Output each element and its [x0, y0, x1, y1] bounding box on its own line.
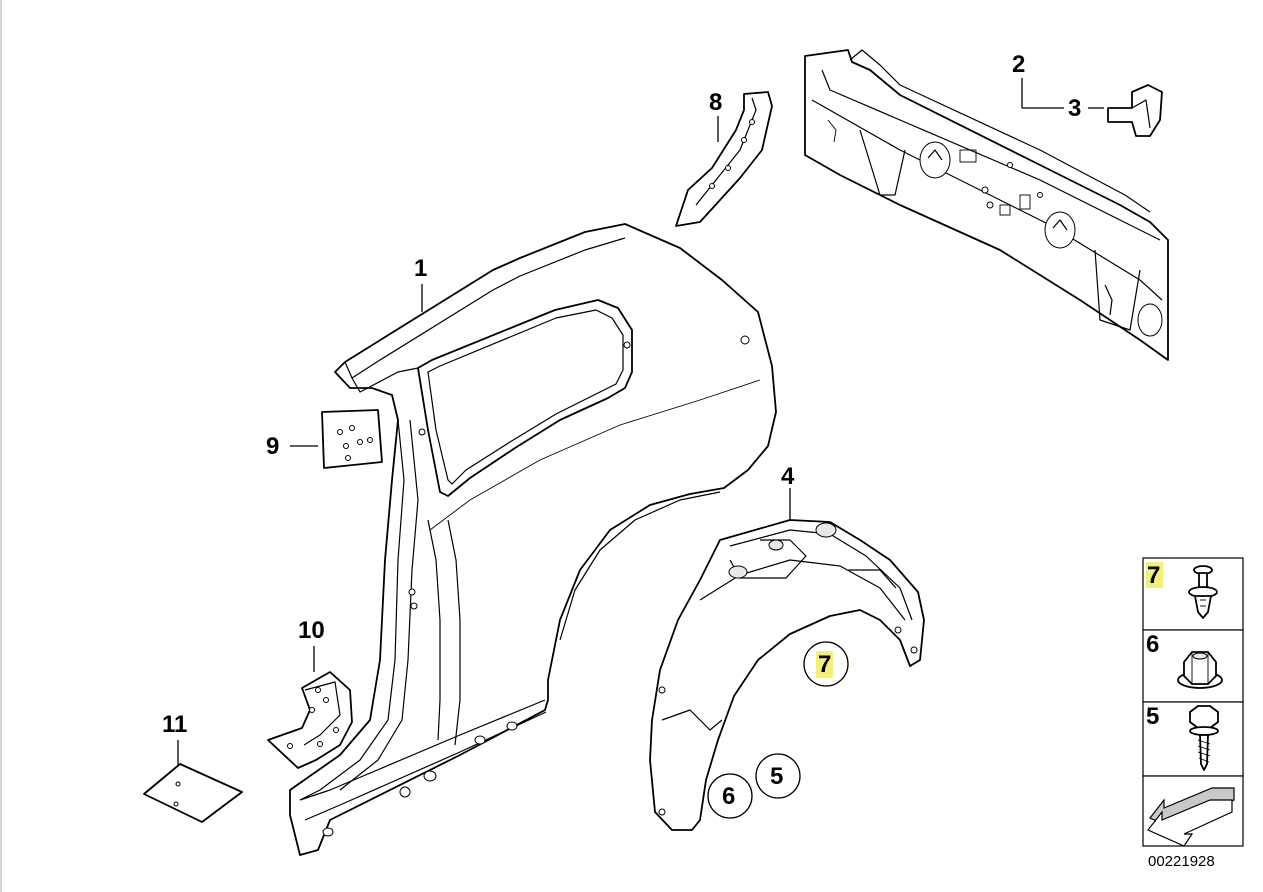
callout-1[interactable]: 1 [414, 255, 427, 282]
callout-7-circle[interactable] [803, 641, 849, 687]
callout-6-circle[interactable] [707, 773, 753, 819]
pad-part[interactable] [143, 763, 243, 823]
clip-part[interactable] [1107, 84, 1163, 137]
screw-icon [1189, 705, 1219, 771]
side-panel-part[interactable] [289, 223, 777, 856]
legend-row-6[interactable]: 6 [1146, 631, 1223, 689]
legend-label-7: 7 [1147, 562, 1160, 589]
callout-7[interactable]: 7 [818, 651, 831, 678]
rear-panel-part[interactable] [804, 49, 1169, 361]
bracket-part[interactable] [675, 91, 773, 227]
callout-9[interactable]: 9 [266, 433, 279, 460]
callout-2[interactable]: 2 [1012, 51, 1025, 78]
direction-arrow-icon [1147, 787, 1235, 847]
callout-8[interactable]: 8 [709, 89, 722, 116]
legend-row-5[interactable]: 5 [1146, 703, 1219, 771]
callout-11[interactable]: 11 [162, 711, 187, 738]
callout-3[interactable]: 3 [1068, 95, 1081, 122]
diagram-number: 00221928 [1148, 853, 1215, 870]
callout-10[interactable]: 10 [298, 617, 325, 644]
plate-part[interactable] [321, 409, 383, 469]
callout-4[interactable]: 4 [781, 463, 795, 490]
flange-nut-icon [1177, 651, 1223, 689]
legend-row-7[interactable]: 7 [1146, 562, 1218, 619]
reinforcement-part[interactable] [267, 671, 353, 769]
wheel-arch-liner-part[interactable] [649, 519, 925, 831]
callout-5[interactable]: 5 [770, 763, 783, 790]
callout-5-circle[interactable] [755, 753, 801, 799]
legend-label-6: 6 [1146, 631, 1159, 658]
legend-label-5: 5 [1146, 703, 1159, 730]
callout-6[interactable]: 6 [722, 783, 735, 810]
push-rivet-icon [1188, 565, 1218, 619]
